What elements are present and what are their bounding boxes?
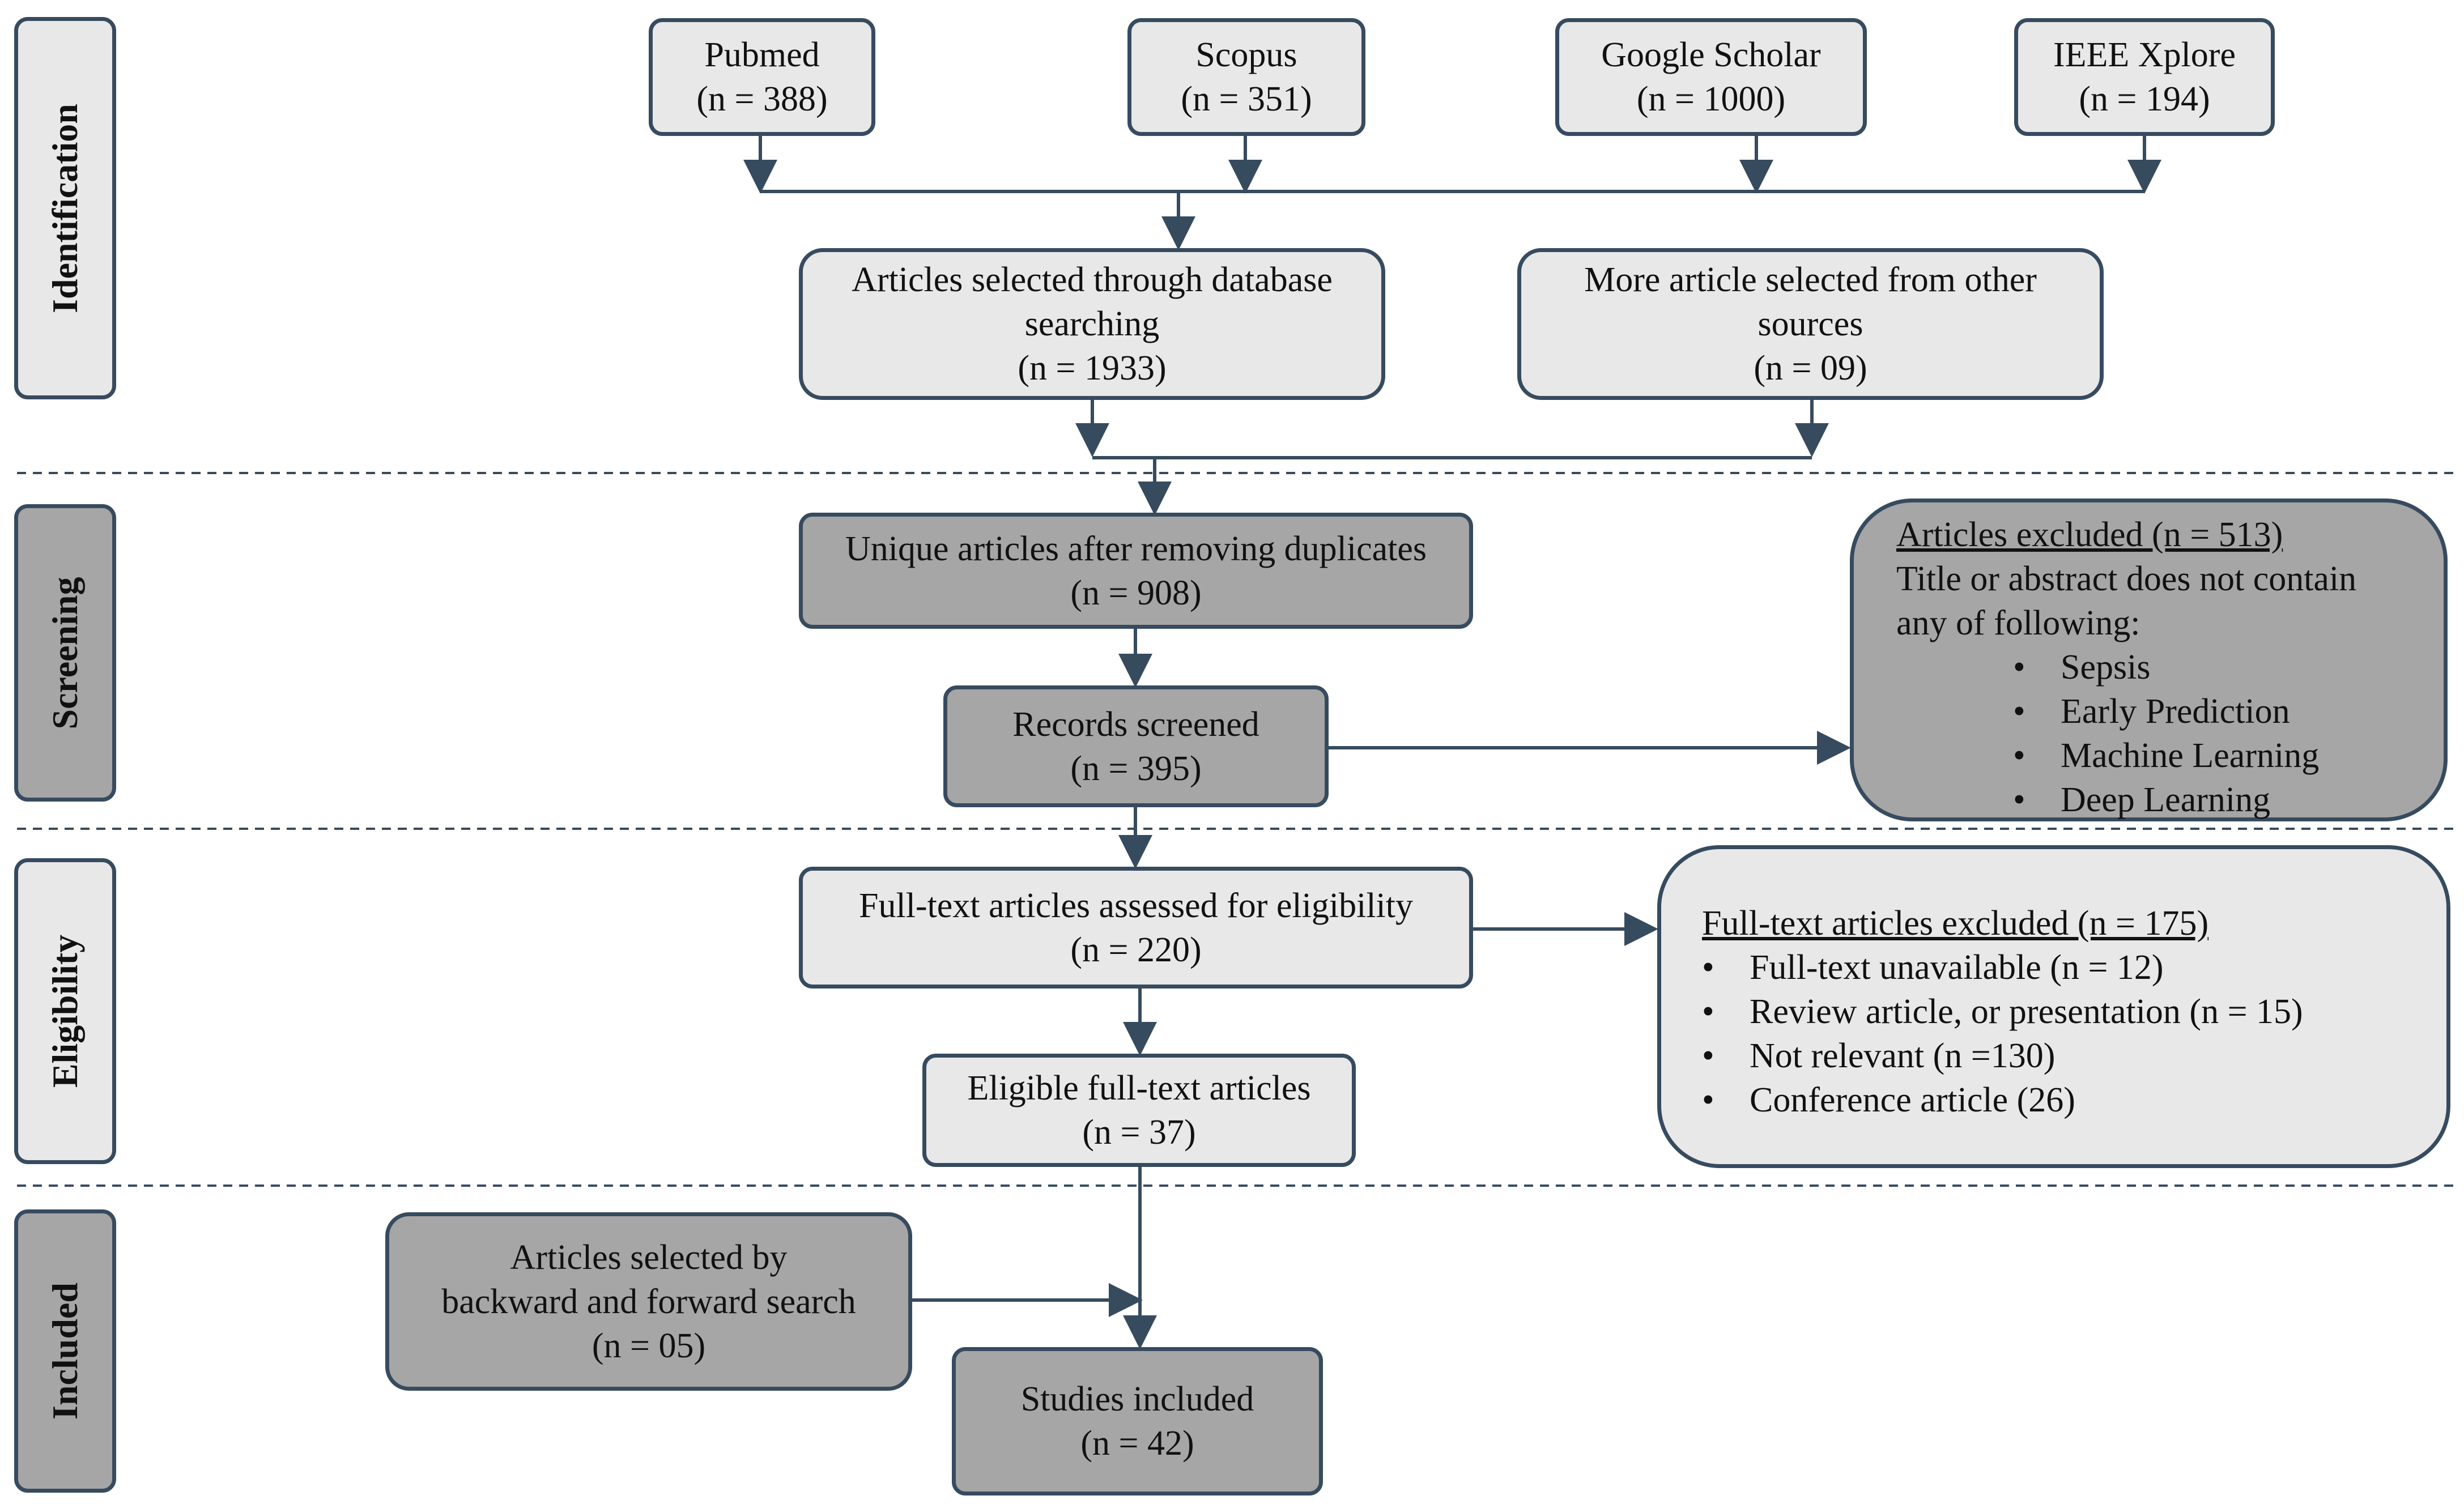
phase-included-label: Included — [45, 1283, 85, 1420]
studies-included-box: Studies included (n = 42) — [952, 1347, 1323, 1496]
unique-articles-count: (n = 908) — [1070, 573, 1202, 612]
source-ieee-name: IEEE Xplore — [2053, 36, 2236, 74]
phase-screening: Screening — [14, 504, 116, 802]
eligible-fulltext-count: (n = 37) — [1082, 1113, 1196, 1152]
other-sources-box: More article selected from other sources… — [1517, 248, 2104, 400]
screening-excluded-box: Articles excluded (n = 513) Title or abs… — [1850, 499, 2448, 822]
eligible-fulltext-box: Eligible full-text articles (n = 37) — [922, 1054, 1356, 1167]
list-item: Review article, or presentation (n = 15) — [1702, 990, 2435, 1034]
source-scopus-name: Scopus — [1195, 36, 1297, 74]
source-pubmed-count: (n = 388) — [696, 80, 828, 118]
source-ieee-count: (n = 194) — [2079, 80, 2210, 118]
studies-included-count: (n = 42) — [1080, 1424, 1194, 1463]
other-sources-count: (n = 09) — [1754, 349, 1867, 387]
backward-forward-line2: backward and forward search — [441, 1282, 856, 1321]
list-item: Sepsis — [2013, 645, 2432, 689]
source-google-scholar-count: (n = 1000) — [1636, 80, 1786, 118]
list-item: Machine Learning — [2013, 734, 2432, 778]
database-search-line2: searching — [1024, 305, 1160, 343]
source-scopus-box: Scopus (n = 351) — [1127, 18, 1365, 136]
list-item: Full-text unavailable (n = 12) — [1702, 945, 2435, 990]
source-pubmed-box: Pubmed (n = 388) — [649, 18, 875, 136]
records-screened-box: Records screened (n = 395) — [943, 685, 1329, 807]
screening-excluded-line2: any of following: — [1896, 604, 2140, 642]
records-screened-count: (n = 395) — [1070, 749, 1202, 788]
list-item: Deep Learning — [2013, 778, 2432, 822]
fulltext-excluded-list: Full-text unavailable (n = 12) Review ar… — [1702, 945, 2435, 1122]
backward-forward-box: Articles selected by backward and forwar… — [385, 1212, 912, 1391]
source-pubmed-name: Pubmed — [704, 36, 820, 74]
other-sources-line2: sources — [1757, 305, 1863, 343]
screening-excluded-title: Articles excluded (n = 513) — [1896, 515, 2283, 554]
database-search-box: Articles selected through database searc… — [799, 248, 1385, 400]
eligible-fulltext-label: Eligible full-text articles — [967, 1069, 1311, 1107]
studies-included-label: Studies included — [1020, 1380, 1254, 1418]
database-search-line1: Articles selected through database — [852, 261, 1333, 299]
source-google-scholar-box: Google Scholar (n = 1000) — [1555, 18, 1867, 136]
fulltext-assessed-count: (n = 220) — [1070, 930, 1202, 969]
source-google-scholar-name: Google Scholar — [1601, 36, 1821, 74]
fulltext-assessed-box: Full-text articles assessed for eligibil… — [799, 867, 1473, 989]
phase-eligibility-label: Eligibility — [45, 934, 85, 1088]
other-sources-line1: More article selected from other — [1584, 261, 2037, 299]
list-item: Not relevant (n =130) — [1702, 1034, 2435, 1078]
unique-articles-box: Unique articles after removing duplicate… — [799, 513, 1473, 629]
phase-screening-label: Screening — [45, 576, 85, 730]
source-ieee-box: IEEE Xplore (n = 194) — [2014, 18, 2275, 136]
database-search-count: (n = 1933) — [1018, 349, 1167, 387]
screening-excluded-list: Sepsis Early Prediction Machine Learning… — [2013, 645, 2432, 822]
list-item: Early Prediction — [2013, 689, 2432, 734]
unique-articles-label: Unique articles after removing duplicate… — [845, 529, 1427, 568]
phase-identification: Identification — [14, 17, 116, 399]
phase-identification-label: Identification — [45, 103, 85, 313]
backward-forward-line1: Articles selected by — [510, 1238, 788, 1277]
phase-included: Included — [14, 1209, 116, 1493]
fulltext-excluded-box: Full-text articles excluded (n = 175) Fu… — [1657, 845, 2450, 1168]
records-screened-label: Records screened — [1012, 705, 1259, 744]
list-item: Conference article (26) — [1702, 1078, 2435, 1122]
fulltext-excluded-title: Full-text articles excluded (n = 175) — [1702, 904, 2209, 943]
screening-excluded-line1: Title or abstract does not contain — [1896, 560, 2357, 598]
phase-eligibility: Eligibility — [14, 858, 116, 1164]
source-scopus-count: (n = 351) — [1181, 80, 1312, 118]
backward-forward-count: (n = 05) — [591, 1326, 706, 1365]
fulltext-assessed-label: Full-text articles assessed for eligibil… — [858, 886, 1413, 925]
